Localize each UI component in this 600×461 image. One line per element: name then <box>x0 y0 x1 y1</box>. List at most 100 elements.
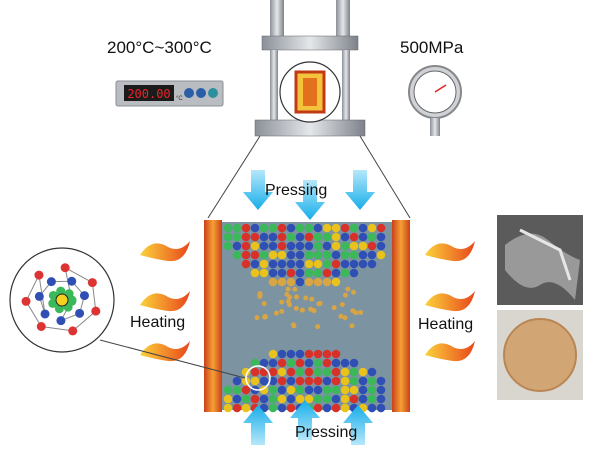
particle <box>322 376 332 386</box>
sintered-pellet-photo <box>497 310 583 400</box>
particle <box>268 250 278 260</box>
particle <box>268 268 278 278</box>
particle <box>322 277 332 287</box>
particle <box>241 232 251 242</box>
particle <box>313 232 323 242</box>
particle <box>340 268 350 278</box>
bond <box>64 267 93 284</box>
particle <box>349 268 359 278</box>
particle <box>286 250 296 260</box>
particle <box>313 394 323 404</box>
particle <box>277 385 287 395</box>
particle <box>259 394 269 404</box>
particle <box>295 250 305 260</box>
particle <box>313 385 323 395</box>
particle <box>367 241 377 251</box>
particle <box>331 277 341 287</box>
particle <box>295 241 305 251</box>
particle <box>304 349 314 359</box>
particle <box>376 385 386 395</box>
particle <box>286 241 296 251</box>
particle <box>304 259 314 269</box>
particle <box>250 394 260 404</box>
particle <box>304 241 314 251</box>
particle <box>232 394 242 404</box>
hydraulic-press <box>207 0 411 219</box>
liquid-droplet <box>351 289 357 295</box>
particle <box>286 277 296 287</box>
particle <box>232 385 242 395</box>
flame-icon <box>425 241 475 262</box>
particle <box>358 385 368 395</box>
particle <box>259 385 269 395</box>
particle <box>331 385 341 395</box>
liquid-droplet <box>293 305 299 311</box>
particle <box>295 358 305 368</box>
particle <box>313 268 323 278</box>
atom <box>68 326 78 336</box>
particle <box>340 223 350 233</box>
liquid-droplet <box>285 298 291 304</box>
liquid-droplet <box>349 323 355 329</box>
particle <box>349 241 359 251</box>
liquid-droplet <box>257 291 263 297</box>
powder-particles <box>223 223 386 413</box>
particle <box>259 376 269 386</box>
atom <box>56 286 66 296</box>
particle <box>313 358 323 368</box>
bond <box>25 301 42 327</box>
sintering-chamber <box>204 220 410 413</box>
particle <box>295 268 305 278</box>
atom <box>36 321 46 331</box>
atom <box>87 278 97 288</box>
particle <box>340 232 350 242</box>
atom <box>79 291 89 301</box>
particle <box>331 394 341 404</box>
left-heating-plate <box>204 220 222 412</box>
particle <box>295 394 305 404</box>
liquid-droplet <box>290 322 296 328</box>
particle <box>223 403 233 413</box>
pressing-top-label: Pressing <box>265 182 327 199</box>
crystal-structure-inset <box>9 247 115 353</box>
liquid-droplet <box>279 299 285 305</box>
particle <box>241 367 251 377</box>
particle <box>340 376 350 386</box>
particle <box>331 232 341 242</box>
liquid-droplet <box>262 313 268 319</box>
pressing-bottom-label: Pressing <box>295 424 357 441</box>
flame-icon <box>425 341 475 362</box>
particle <box>223 223 233 233</box>
atom <box>75 308 85 318</box>
particle <box>304 250 314 260</box>
particle <box>322 367 332 377</box>
temperature-range-label: 200°C~300°C <box>107 38 212 57</box>
particle <box>331 367 341 377</box>
particle <box>286 376 296 386</box>
particle <box>277 394 287 404</box>
particle <box>250 358 260 368</box>
particle <box>268 367 278 377</box>
particle <box>241 394 251 404</box>
particle <box>241 259 251 269</box>
right-heating-plate <box>392 220 410 412</box>
liquid-droplet <box>342 292 348 298</box>
particle <box>286 403 296 413</box>
pressure-label: 500MPa <box>400 38 464 57</box>
particle <box>223 385 233 395</box>
liquid-droplet <box>261 301 267 307</box>
liquid-droplet <box>285 286 291 292</box>
atom <box>48 298 58 308</box>
particle <box>277 241 287 251</box>
bond <box>25 274 40 302</box>
particle <box>223 232 233 242</box>
atom <box>91 306 101 316</box>
particle <box>304 394 314 404</box>
particle <box>259 223 269 233</box>
particle <box>250 268 260 278</box>
particle <box>295 349 305 359</box>
particle <box>304 223 314 233</box>
particle <box>322 250 332 260</box>
sem-micrograph <box>497 215 583 305</box>
